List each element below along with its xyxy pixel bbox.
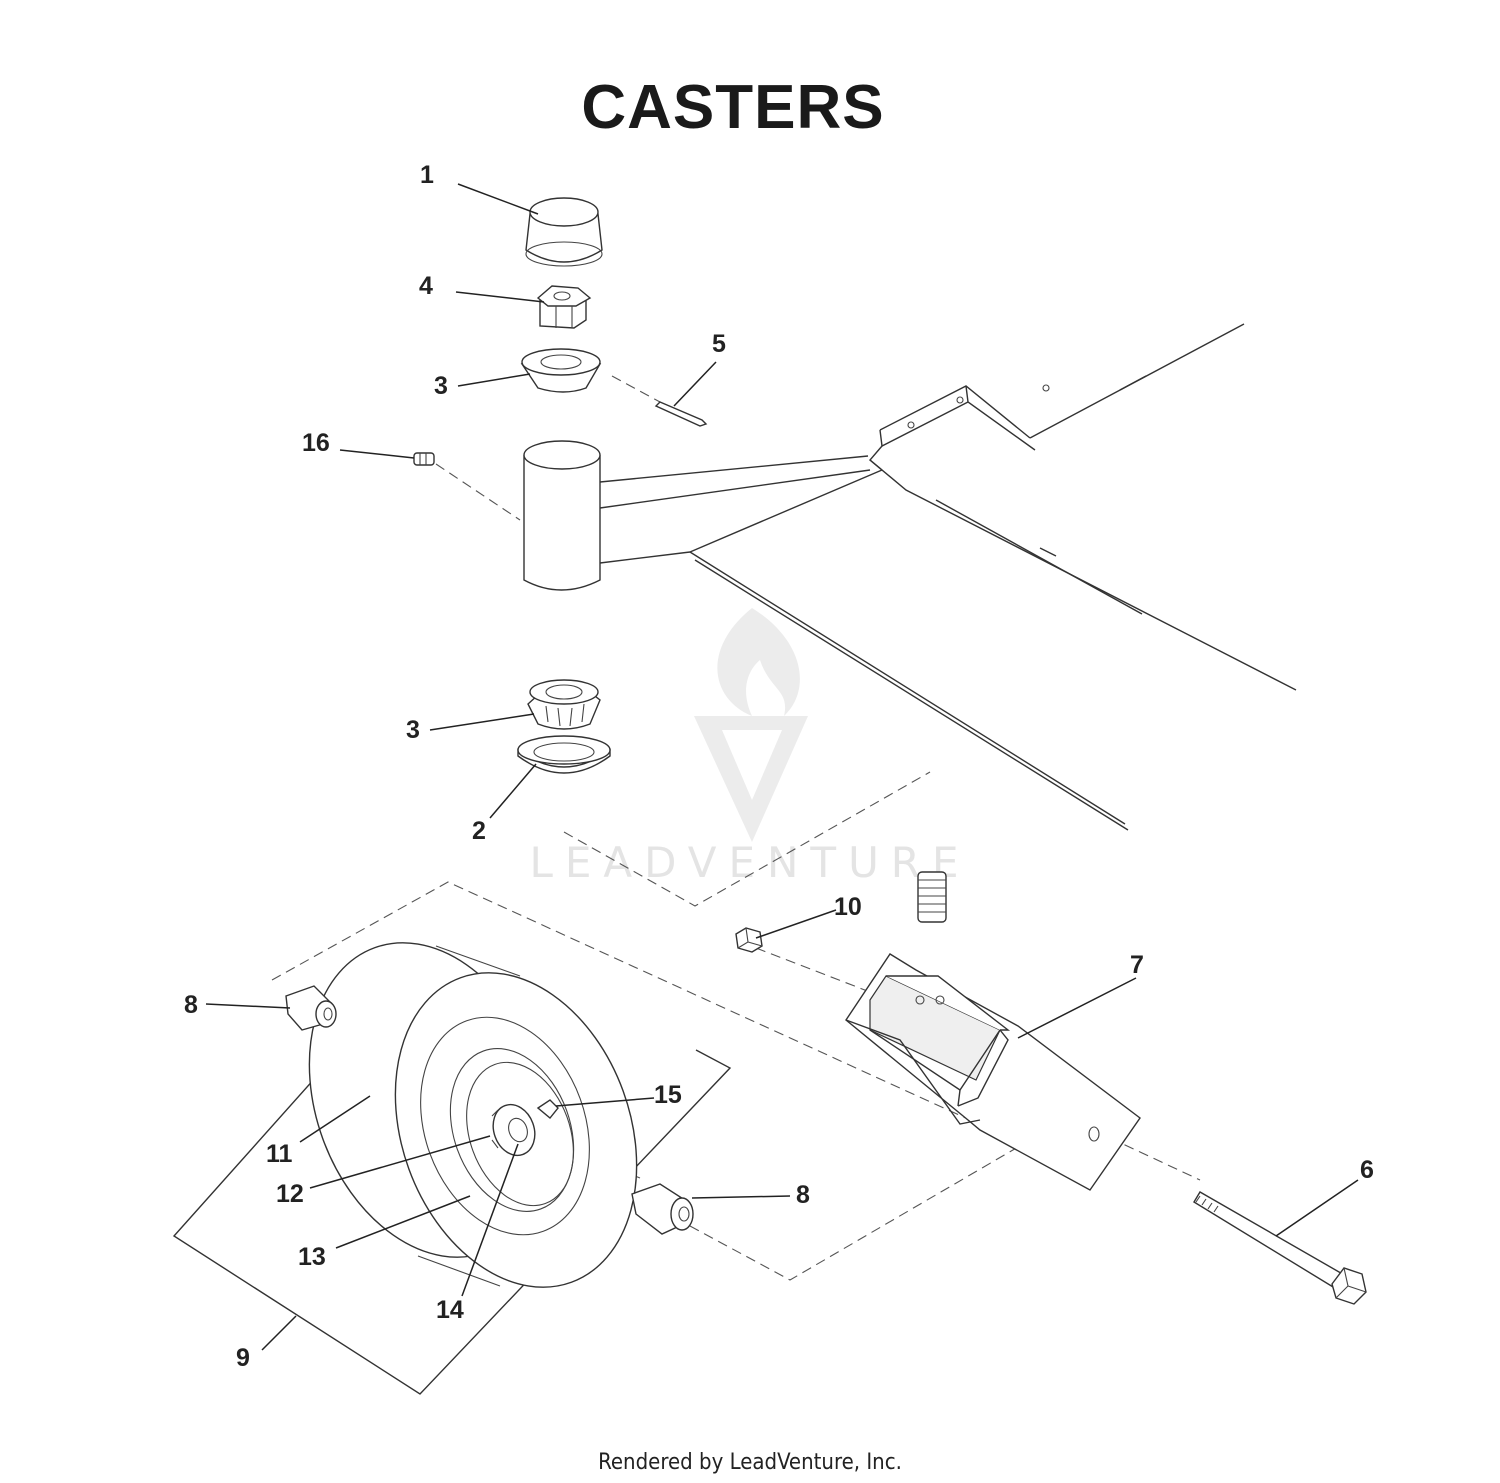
callout-5: 5 — [712, 330, 726, 358]
dust-cap — [525, 197, 603, 267]
callout-13: 13 — [298, 1243, 326, 1271]
spacer-stack — [917, 871, 947, 923]
callout-12: 12 — [276, 1180, 304, 1208]
upper-bearing-cone — [520, 348, 602, 393]
callout-14: 14 — [436, 1296, 464, 1324]
grease-fitting — [413, 452, 521, 521]
page-title: CASTERS — [581, 73, 885, 142]
spacer-bushing-right — [631, 1183, 694, 1235]
callout-labels: 1 4 5 3 16 3 2 10 7 8 15 11 12 8 13 14 6… — [184, 161, 1374, 1372]
callout-9: 9 — [236, 1344, 250, 1372]
wheel-hub — [491, 1103, 536, 1157]
wheel-rim — [449, 1048, 575, 1212]
leader-lines — [205, 183, 1359, 1351]
callout-2: 2 — [472, 817, 486, 845]
bolt — [1193, 1191, 1367, 1305]
hub-grease-fitting — [536, 1099, 559, 1119]
callout-15: 15 — [654, 1081, 682, 1109]
callout-11: 11 — [266, 1140, 293, 1168]
spacer-bushing-left — [285, 985, 337, 1031]
callout-1: 1 — [420, 161, 434, 189]
hex-nut — [735, 927, 763, 953]
lower-bearing-cone — [527, 679, 601, 730]
assembly-lines — [271, 771, 1201, 1281]
callout-10: 10 — [834, 893, 862, 921]
wheel-assembly-bracket — [172, 955, 732, 1395]
callout-3-lower: 3 — [406, 716, 420, 744]
caster-mount-frame — [599, 323, 1297, 831]
footer-credit: Rendered by LeadVenture, Inc. — [598, 1450, 902, 1475]
callout-6: 6 — [1360, 1156, 1374, 1184]
callout-3-upper: 3 — [434, 372, 448, 400]
caster-fork — [845, 953, 1141, 1191]
pivot-tube — [523, 440, 601, 591]
callout-4: 4 — [419, 272, 433, 300]
bearing-cup — [517, 735, 611, 774]
castle-nut — [536, 285, 592, 329]
cotter-pin — [611, 375, 708, 427]
callout-8-left: 8 — [184, 991, 198, 1019]
callout-7: 7 — [1130, 951, 1144, 979]
callout-16: 16 — [302, 429, 330, 457]
callout-8-right: 8 — [796, 1181, 810, 1209]
tire — [308, 942, 638, 1288]
watermark-text: LEADVENTURE — [529, 838, 971, 887]
